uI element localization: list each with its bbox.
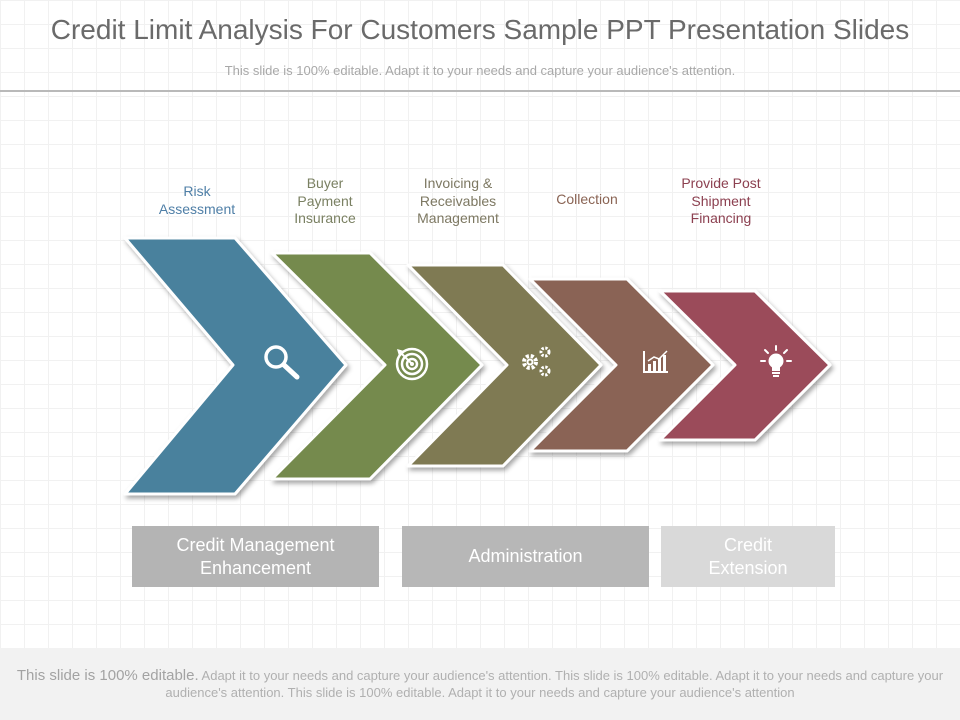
footer-text: This slide is 100% editable. Adapt it to… [14, 667, 946, 701]
chevron-step-3 [406, 263, 603, 468]
slide-subtitle: This slide is 100% editable. Adapt it to… [224, 63, 736, 78]
footer-body: Adapt it to your needs and capture your … [165, 668, 944, 700]
magnifier-icon [264, 345, 300, 380]
gears-icon [522, 346, 551, 377]
step-label-invoicing-receivables: Invoicing & Receivables Management [417, 175, 499, 226]
category-administration: Administration [402, 526, 649, 587]
target-icon [395, 347, 429, 381]
step-label-collection: Collection [556, 191, 618, 207]
chevron-step-4 [528, 277, 715, 453]
header-divider [0, 90, 960, 92]
category-credit-management-enhancement: Credit Management Enhancement [132, 526, 379, 587]
category-credit-extension: Credit Extension [661, 526, 835, 587]
step-label-buyer-payment-insurance: Buyer Payment Insurance [294, 175, 356, 226]
chevron-step-2 [270, 251, 484, 481]
slide-title: Credit Limit Analysis For Customers Samp… [50, 14, 910, 45]
chevron-step-5 [658, 289, 832, 442]
step-label-post-shipment-financing: Provide Post Shipment Financing [681, 175, 761, 226]
step-label-risk-assessment: Risk Assessment [158, 183, 236, 217]
bar-chart-icon [643, 350, 668, 373]
lightbulb-icon [760, 345, 792, 377]
footer-lead: This slide is 100% editable. [16, 667, 199, 684]
footer-band: This slide is 100% editable. Adapt it to… [0, 648, 960, 720]
chevron-step-1 [123, 236, 348, 496]
